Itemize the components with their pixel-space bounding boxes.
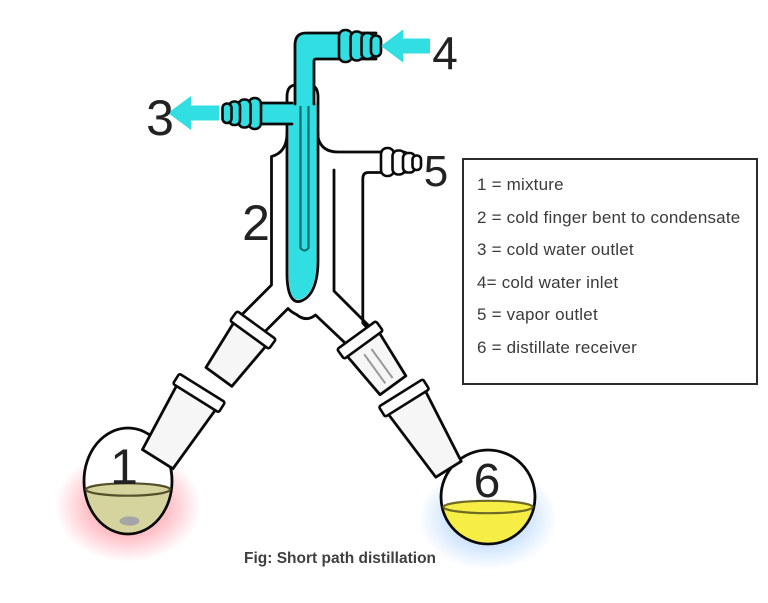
joint-right-upper — [336, 320, 408, 397]
inlet-hose-barb — [337, 28, 383, 64]
mixture-liquid-surface — [84, 482, 172, 497]
legend-item-5: 5 = vapor outlet — [477, 305, 598, 325]
part-label-1: 1 — [110, 439, 138, 495]
figure-caption: Fig: Short path distillation — [244, 550, 437, 567]
coolant-inlet-tube-outline — [293, 31, 378, 106]
receiver-flask — [439, 448, 537, 546]
legend-item-3: 3 = cold water outlet — [477, 240, 634, 260]
outlet-hose-barb — [221, 96, 263, 131]
part-label-5: 5 — [424, 147, 448, 196]
legend-item-1: 1 = mixture — [477, 175, 564, 195]
water-outlet-arrow — [168, 96, 219, 130]
part-label-4: 4 — [432, 27, 458, 79]
joint-left-upper — [204, 310, 277, 388]
inner-tube-walls — [299, 106, 310, 252]
legend-box: 1 = mixture 2 = cold finger bent to cond… — [462, 158, 758, 385]
part-label-3: 3 — [146, 90, 174, 146]
vapor-outlet-barb — [379, 146, 423, 178]
legend-item-4: 4= cold water inlet — [477, 272, 619, 292]
legend-item-6: 6 = distillate receiver — [477, 337, 638, 357]
receiver-tube-inner-wall — [332, 168, 375, 332]
joint-left-lower — [141, 373, 226, 471]
coolant-fill — [288, 103, 317, 300]
joint-right-lower — [378, 378, 463, 479]
distillate-liquid-surface — [442, 499, 534, 515]
cold-finger — [221, 28, 383, 303]
part-label-6: 6 — [474, 455, 501, 508]
water-inlet-arrow — [381, 29, 430, 63]
coolant-outlet-arm-fill — [258, 102, 292, 125]
stir-bar — [119, 516, 140, 526]
legend-item-2: 2 = cold finger bent to condensate — [477, 207, 741, 227]
ground-glass-hatch — [363, 348, 394, 384]
ground-joints — [141, 310, 463, 479]
part-label-2: 2 — [242, 195, 270, 251]
part-labels: 1 2 3 4 5 6 — [110, 27, 500, 508]
